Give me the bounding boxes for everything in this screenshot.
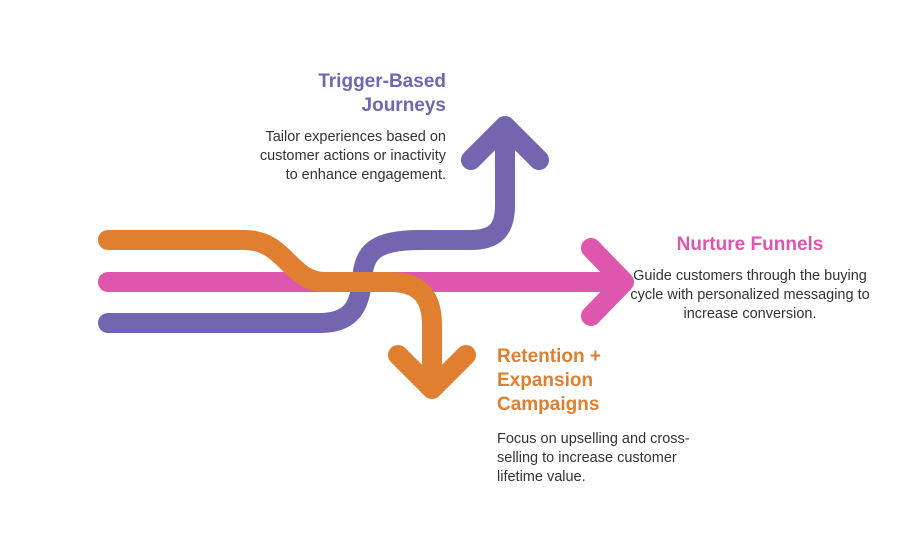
trigger-description: Tailor experiences based on customer act… xyxy=(259,129,446,183)
nurture-description: Guide customers through the buying cycle… xyxy=(630,268,870,322)
trigger-arrow-path xyxy=(98,130,515,333)
nurture-arrowhead xyxy=(581,238,634,326)
retention-arrowhead xyxy=(388,345,476,399)
retention-title: Retention + Expansion Campaigns xyxy=(497,346,601,415)
nurture-title: Nurture Funnels xyxy=(676,234,824,255)
retention-description: Focus on upselling and cross-selling to … xyxy=(497,431,690,485)
trigger-arrowhead xyxy=(461,116,549,170)
trigger-title: Trigger-Based Journeys xyxy=(318,71,446,116)
retention-arrow-path xyxy=(98,230,442,385)
